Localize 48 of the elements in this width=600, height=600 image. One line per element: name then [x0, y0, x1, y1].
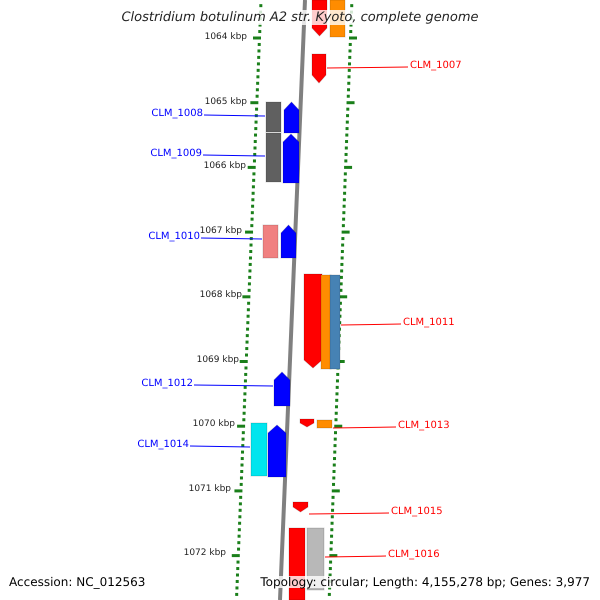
feature-bar: [330, 274, 340, 370]
scale-label: 1071 kbp: [188, 485, 231, 494]
leader-line: [204, 114, 266, 116]
genome-info-text: Topology: circular; Length: 4,155,278 bp; Genes: 3,977: [260, 576, 590, 588]
gene-label: CLM_1012: [141, 379, 193, 389]
scale-label: 1070 kbp: [192, 420, 235, 429]
title: Clostridium botulinum A2 str. Kyoto, complete genome: [121, 10, 479, 25]
gene-block: [280, 224, 296, 258]
leader-line: [202, 154, 266, 156]
gene-label: CLM_1008: [151, 109, 203, 119]
scale-label: 1066 kbp: [204, 162, 246, 171]
gene-label: CLM_1009: [150, 149, 202, 159]
leader-line: [200, 238, 262, 240]
gene-label: CLM_1010: [148, 232, 200, 242]
feature-bar: [266, 102, 282, 132]
feature-bar: [266, 132, 282, 182]
leader-line: [194, 384, 274, 386]
scale-label: 1067 kbp: [200, 227, 242, 236]
scale-label: 1069 kbp: [196, 356, 239, 365]
gene-block: [292, 502, 308, 513]
gene-label: CLM_1014: [137, 440, 189, 450]
gene-label: CLM_1013: [398, 421, 450, 431]
feature-bar: [320, 274, 332, 370]
scale-label: 1064 kbp: [204, 33, 247, 42]
gene-block: [284, 101, 300, 134]
leader-line: [190, 446, 250, 448]
leader-line: [332, 426, 396, 428]
accession-text: Accession: NC_012563: [9, 576, 146, 588]
leader-line: [326, 66, 408, 68]
gene-block: [282, 133, 300, 184]
feature-bar: [316, 420, 332, 428]
feature-bar: [250, 422, 268, 476]
gene-label: CLM_1007: [410, 61, 462, 71]
gene-label: CLM_1016: [388, 550, 440, 560]
leader-line: [324, 556, 386, 558]
gene-block: [274, 371, 290, 406]
leader-line: [340, 324, 402, 326]
feature-bar: [262, 224, 278, 258]
gene-label: CLM_1011: [403, 318, 455, 328]
gene-label: CLM_1015: [391, 507, 443, 517]
scale-label: 1072 kbp: [184, 549, 226, 558]
gene-block: [268, 424, 286, 478]
scale-label: 1065 kbp: [204, 98, 247, 107]
gene-block: [312, 54, 326, 84]
scale-label: 1068 kbp: [200, 291, 242, 300]
leader-line: [308, 512, 390, 514]
gene-block: [304, 274, 322, 369]
gene-block: [300, 418, 314, 428]
